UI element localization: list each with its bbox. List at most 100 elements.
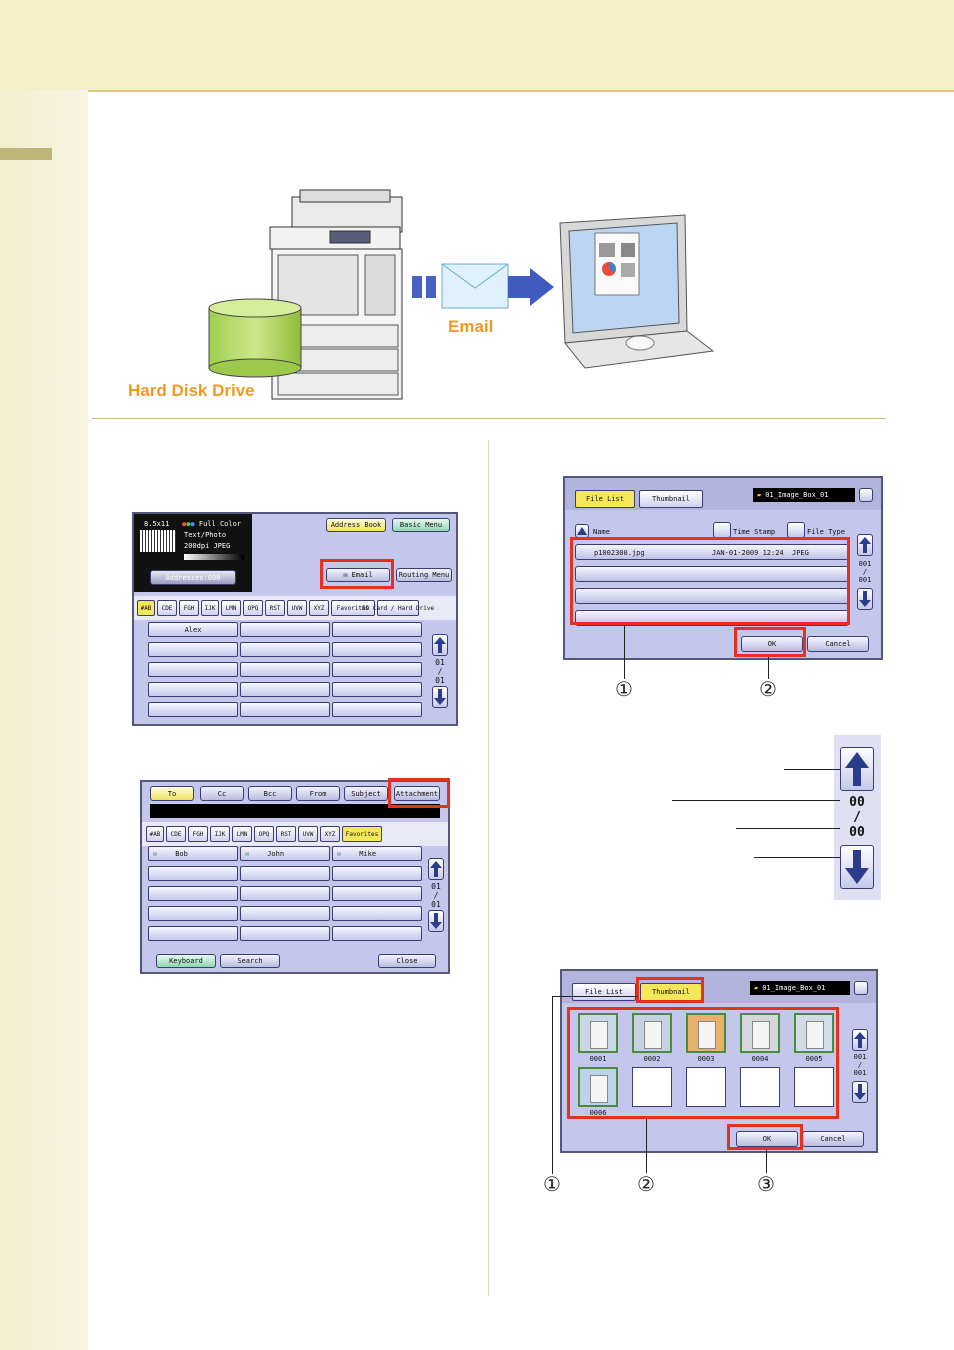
index-tab[interactable]: Favorites <box>342 826 382 842</box>
address-entry[interactable] <box>240 886 330 901</box>
index-tab[interactable]: SD Card / Hard Drive <box>362 600 434 616</box>
address-entry[interactable] <box>332 866 422 881</box>
scroll-up-button[interactable] <box>852 1029 868 1051</box>
field-button-bcc[interactable]: Bcc <box>248 786 292 801</box>
sort-name-button[interactable] <box>575 524 589 538</box>
folder-selector[interactable]: ▰01_Image_Box_01 <box>753 488 855 502</box>
index-tab[interactable]: CDE <box>166 826 186 842</box>
address-entry[interactable] <box>240 926 330 941</box>
index-tab[interactable]: XYZ <box>320 826 340 842</box>
scroll-up-button[interactable] <box>428 858 444 880</box>
address-entry[interactable] <box>240 662 330 677</box>
field-button-from[interactable]: From <box>296 786 340 801</box>
address-entry[interactable] <box>332 682 422 697</box>
address-entry[interactable] <box>148 926 238 941</box>
address-entry[interactable] <box>240 702 330 717</box>
address-entry[interactable] <box>148 662 238 677</box>
address-entry[interactable] <box>332 642 422 657</box>
address-entry[interactable]: ✉Mike <box>332 846 422 861</box>
sort-filetype-button[interactable] <box>787 522 805 538</box>
index-tab[interactable]: RST <box>265 600 285 616</box>
folder-selector[interactable]: ▰01_Image_Box_01 <box>750 981 850 995</box>
tab-thumbnail[interactable]: Thumbnail <box>639 490 703 508</box>
index-tab[interactable]: FGH <box>179 600 199 616</box>
address-entry[interactable] <box>240 866 330 881</box>
ok-button[interactable]: OK <box>736 1131 798 1147</box>
scroll-up-button[interactable] <box>432 634 448 656</box>
scroll-down-button[interactable] <box>852 1081 868 1103</box>
field-button-attachment[interactable]: Attachment <box>394 786 440 801</box>
folder-browse-button[interactable] <box>854 981 868 995</box>
field-button-cc[interactable]: Cc <box>200 786 244 801</box>
search-button[interactable]: Search <box>220 954 280 968</box>
index-tab[interactable]: #AB <box>137 600 155 616</box>
basic-menu-button[interactable]: Basic Menu <box>392 518 450 532</box>
address-entry[interactable] <box>332 622 422 637</box>
file-row[interactable]: p1002300.jpg JAN-01-2009 12:24 JPEG <box>575 544 849 560</box>
scroll-up-button[interactable] <box>857 534 873 556</box>
address-entry[interactable] <box>148 682 238 697</box>
scroll-down-button[interactable] <box>428 910 444 932</box>
tab-file-list[interactable]: File List <box>575 490 635 508</box>
index-tab[interactable]: Favorites <box>331 600 375 616</box>
index-tab[interactable]: #AB <box>146 826 164 842</box>
address-entry[interactable] <box>332 662 422 677</box>
address-entry[interactable]: ✉Bob <box>148 846 238 861</box>
thumbnail[interactable] <box>578 1013 618 1053</box>
thumbnail[interactable] <box>794 1013 834 1053</box>
thumbnail[interactable] <box>740 1067 780 1107</box>
routing-menu-button[interactable]: Routing Menu <box>396 568 452 582</box>
address-entry[interactable] <box>148 866 238 881</box>
index-tab[interactable]: UVW <box>298 826 318 842</box>
keyboard-button[interactable]: Keyboard <box>156 954 216 968</box>
index-tab[interactable]: RST <box>276 826 296 842</box>
index-tab[interactable]: IJK <box>210 826 230 842</box>
address-entry[interactable]: Alex <box>148 622 238 637</box>
scroll-down-button[interactable] <box>857 588 873 610</box>
thumbnail[interactable] <box>686 1067 726 1107</box>
address-entry[interactable] <box>332 702 422 717</box>
index-tab[interactable]: UVW <box>287 600 307 616</box>
address-entry[interactable] <box>148 886 238 901</box>
index-tab[interactable]: LMN <box>232 826 252 842</box>
thumbnail[interactable] <box>632 1013 672 1053</box>
index-tab[interactable]: OPQ <box>254 826 274 842</box>
addresses-button[interactable]: Addresses:000 <box>150 570 236 585</box>
index-tab[interactable]: LMN <box>221 600 241 616</box>
address-entry[interactable] <box>240 642 330 657</box>
ok-button[interactable]: OK <box>741 636 803 652</box>
address-entry[interactable] <box>148 702 238 717</box>
thumbnail[interactable] <box>740 1013 780 1053</box>
thumbnail[interactable] <box>632 1067 672 1107</box>
index-tab[interactable]: CDE <box>157 600 177 616</box>
address-input[interactable] <box>150 804 440 818</box>
sort-timestamp-button[interactable] <box>713 522 731 538</box>
address-book-button[interactable]: Address Book <box>326 518 386 532</box>
cancel-button[interactable]: Cancel <box>802 1131 864 1147</box>
address-entry[interactable] <box>332 886 422 901</box>
address-entry[interactable] <box>332 926 422 941</box>
thumbnail[interactable] <box>578 1067 618 1107</box>
index-tab[interactable]: FGH <box>188 826 208 842</box>
close-button[interactable]: Close <box>378 954 436 968</box>
folder-browse-button[interactable] <box>859 488 873 502</box>
field-button-subject[interactable]: Subject <box>344 786 388 801</box>
scroll-up-button[interactable] <box>840 747 874 791</box>
address-entry[interactable] <box>332 906 422 921</box>
address-entry[interactable] <box>148 906 238 921</box>
field-button-to[interactable]: To <box>150 786 194 801</box>
address-entry[interactable] <box>240 682 330 697</box>
thumbnail[interactable] <box>686 1013 726 1053</box>
cancel-button[interactable]: Cancel <box>807 636 869 652</box>
email-button[interactable]: ✉Email <box>326 568 390 582</box>
scroll-down-button[interactable] <box>840 845 874 889</box>
scroll-down-button[interactable] <box>432 686 448 708</box>
index-tab[interactable]: IJK <box>201 600 219 616</box>
tab-file-list[interactable]: File List <box>572 983 636 1001</box>
thumbnail[interactable] <box>794 1067 834 1107</box>
address-entry[interactable] <box>148 642 238 657</box>
index-tab[interactable]: XYZ <box>309 600 329 616</box>
index-tab[interactable]: OPQ <box>243 600 263 616</box>
address-entry[interactable]: ✉John <box>240 846 330 861</box>
address-entry[interactable] <box>240 906 330 921</box>
